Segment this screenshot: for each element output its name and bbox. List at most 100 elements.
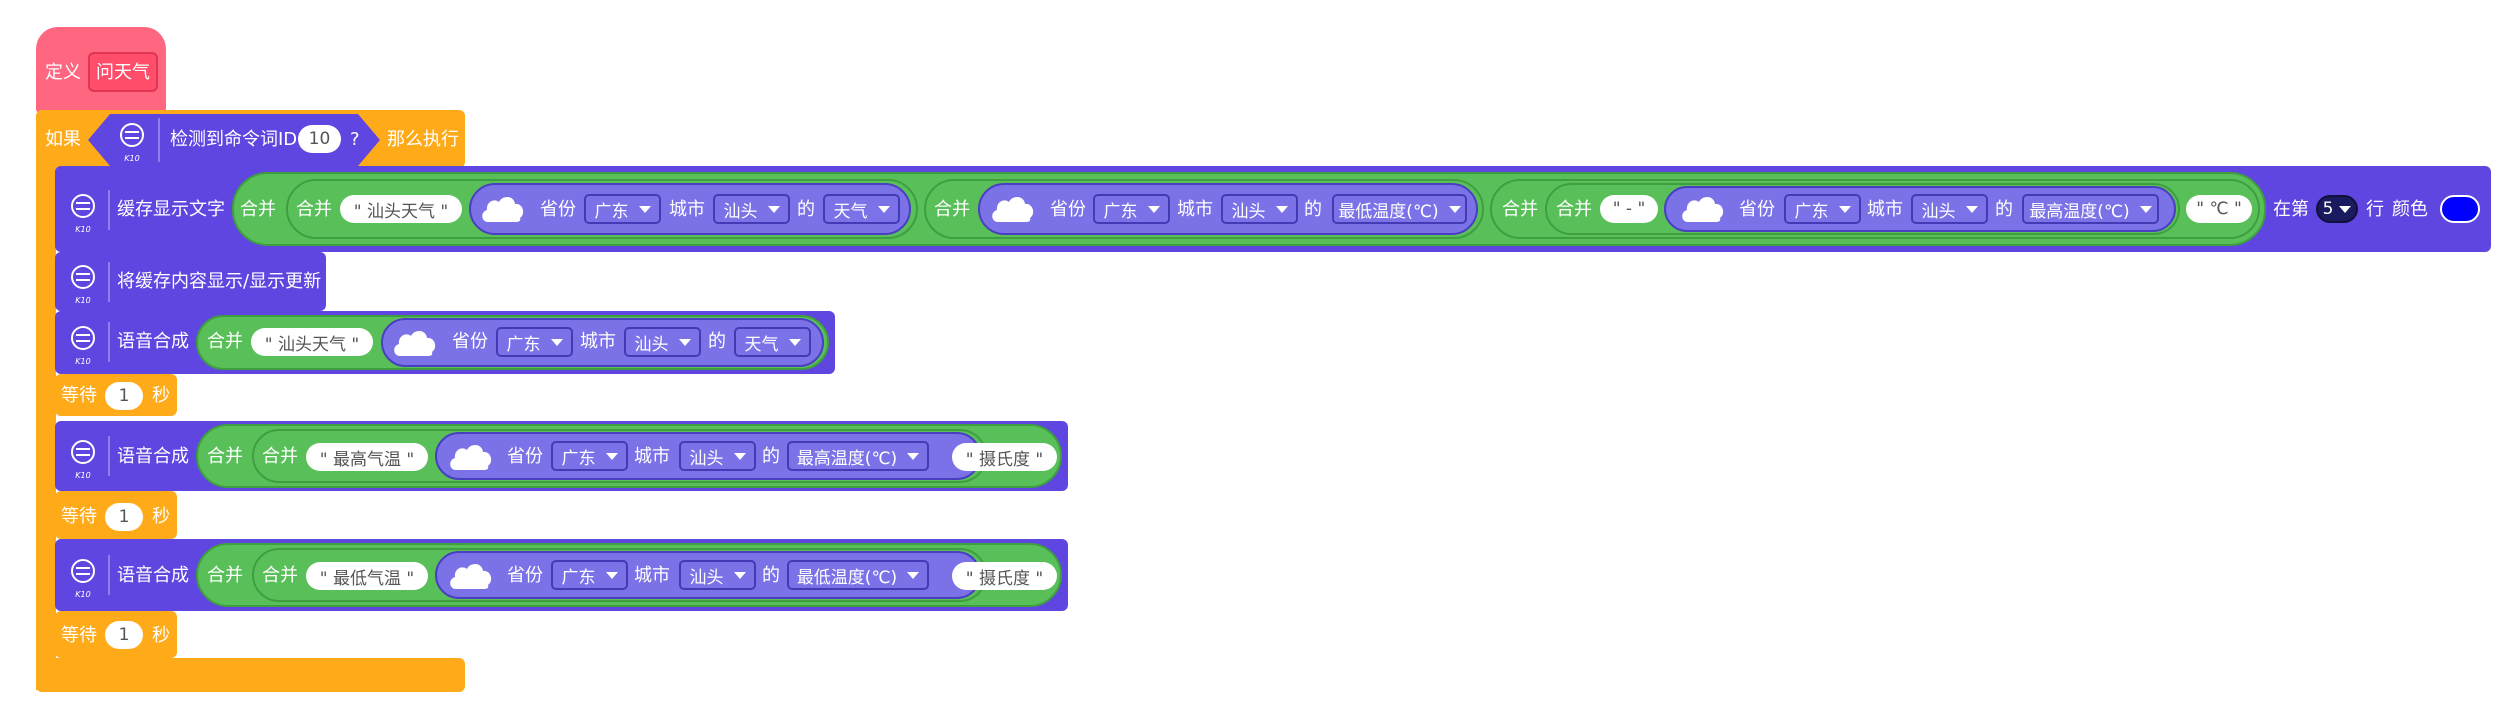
concat-label: 合并 (296, 199, 332, 220)
field-dropdown[interactable]: 最高温度(℃) (787, 441, 929, 471)
city-value: 汕头 (723, 201, 758, 222)
wait-seconds-input[interactable]: 1 (105, 382, 143, 410)
block-divider (108, 322, 110, 362)
concat-label: 合并 (934, 199, 970, 220)
province-dropdown[interactable]: 广东 (1784, 194, 1861, 224)
city-value: 汕头 (689, 448, 724, 469)
chevron-down-icon (605, 452, 618, 460)
of-label: 的 (762, 446, 780, 467)
text-input[interactable]: " 最高气温 " (306, 443, 428, 471)
text-input[interactable]: " 汕头天气 " (340, 195, 462, 223)
chevron-down-icon (550, 338, 563, 346)
field-value: 天气 (744, 334, 779, 355)
text-input[interactable]: " 最低气温 " (306, 562, 428, 590)
city-dropdown[interactable]: 汕头 (679, 441, 756, 471)
province-value: 广东 (506, 334, 541, 355)
field-dropdown[interactable]: 天气 (734, 327, 811, 357)
province-value: 广东 (594, 201, 629, 222)
chevron-down-icon (638, 205, 651, 213)
province-dropdown[interactable]: 广东 (496, 327, 573, 357)
city-label: 城市 (634, 565, 670, 586)
province-value: 广东 (561, 567, 596, 588)
chevron-down-icon (1965, 205, 1978, 213)
of-label: 的 (708, 331, 726, 352)
city-value: 汕头 (689, 567, 724, 588)
wait-seconds-input[interactable]: 1 (105, 621, 143, 649)
cloud-icon (450, 444, 492, 470)
province-label: 省份 (1050, 199, 1086, 220)
define-name[interactable] (88, 52, 158, 92)
chevron-down-icon (877, 205, 890, 213)
field-value: 天气 (833, 201, 868, 222)
k10-icon: K10 (71, 326, 95, 366)
chevron-down-icon (678, 338, 691, 346)
text-input[interactable]: " 汕头天气 " (251, 328, 373, 356)
k10-icon-label: K10 (75, 296, 90, 305)
tts-label: 语音合成 (117, 565, 189, 586)
refresh-display-block[interactable] (55, 252, 326, 311)
city-dropdown[interactable]: 汕头 (1911, 194, 1988, 224)
province-dropdown[interactable]: 广东 (1093, 194, 1170, 224)
unit-text-input[interactable]: " ℃ " (2186, 195, 2252, 223)
weather-reporter[interactable] (381, 318, 824, 367)
block-divider (108, 262, 110, 302)
concat-label: 合并 (1556, 199, 1592, 220)
wait-label: 等待 (61, 625, 97, 646)
city-label: 城市 (1867, 199, 1903, 220)
unit-text-input[interactable]: " 摄氏度 " (952, 562, 1057, 590)
field-value: 最高温度(℃) (796, 448, 898, 469)
if-block-bottom (36, 658, 465, 692)
unit-text-input[interactable]: " 摄氏度 " (952, 443, 1057, 471)
field-dropdown[interactable]: 最低温度(℃) (787, 560, 929, 590)
chevron-down-icon (1147, 205, 1160, 213)
k10-icon: K10 (71, 265, 95, 305)
province-label: 省份 (507, 446, 543, 467)
city-label: 城市 (634, 446, 670, 467)
block-divider (108, 436, 110, 476)
k10-icon: K10 (71, 440, 95, 480)
of-label: 的 (797, 199, 815, 220)
field-dropdown[interactable]: 天气 (823, 194, 900, 224)
question-mark: ? (350, 129, 360, 150)
row-dropdown[interactable]: 5 (2316, 195, 2358, 223)
tts-label: 语音合成 (117, 446, 189, 467)
define-name-label: 问天气 (96, 62, 150, 83)
cloud-icon (394, 330, 436, 356)
row-suffix-label: 行 (2366, 199, 2384, 220)
block-divider (108, 190, 110, 230)
k10-icon-label: K10 (124, 154, 139, 163)
if-block-arm (36, 160, 56, 690)
field-dropdown[interactable]: 最低温度(℃) (1332, 194, 1467, 224)
of-label: 的 (1995, 199, 2013, 220)
k10-icon: K10 (71, 194, 95, 234)
city-dropdown[interactable]: 汕头 (679, 560, 756, 590)
color-label: 颜色 (2392, 199, 2428, 220)
chevron-down-icon (2339, 205, 2352, 213)
wait-seconds-input[interactable]: 1 (105, 503, 143, 531)
field-dropdown[interactable]: 最高温度(℃) (2022, 194, 2159, 224)
command-id-input[interactable]: 10 (298, 125, 341, 153)
province-dropdown[interactable]: 广东 (584, 194, 661, 224)
k10-icon-label: K10 (75, 357, 90, 366)
row-value: 5 (2322, 199, 2334, 219)
text-input[interactable]: " - " (1600, 195, 1658, 223)
color-swatch[interactable] (2440, 195, 2480, 223)
wait-unit: 秒 (152, 506, 170, 527)
city-dropdown[interactable]: 汕头 (713, 194, 790, 224)
province-value: 广东 (1103, 201, 1138, 222)
cloud-icon (482, 196, 524, 222)
wait-unit: 秒 (152, 385, 170, 406)
city-value: 汕头 (634, 334, 669, 355)
province-value: 广东 (1794, 201, 1829, 222)
province-dropdown[interactable]: 广东 (551, 560, 628, 590)
province-dropdown[interactable]: 广东 (551, 441, 628, 471)
if-label: 如果 (45, 129, 81, 150)
city-label: 城市 (580, 331, 616, 352)
wait-label: 等待 (61, 506, 97, 527)
chevron-down-icon (1275, 205, 1288, 213)
k10-icon-label: K10 (75, 471, 90, 480)
wait-unit: 秒 (152, 625, 170, 646)
city-dropdown[interactable]: 汕头 (1221, 194, 1298, 224)
city-label: 城市 (1177, 199, 1213, 220)
city-dropdown[interactable]: 汕头 (624, 327, 701, 357)
